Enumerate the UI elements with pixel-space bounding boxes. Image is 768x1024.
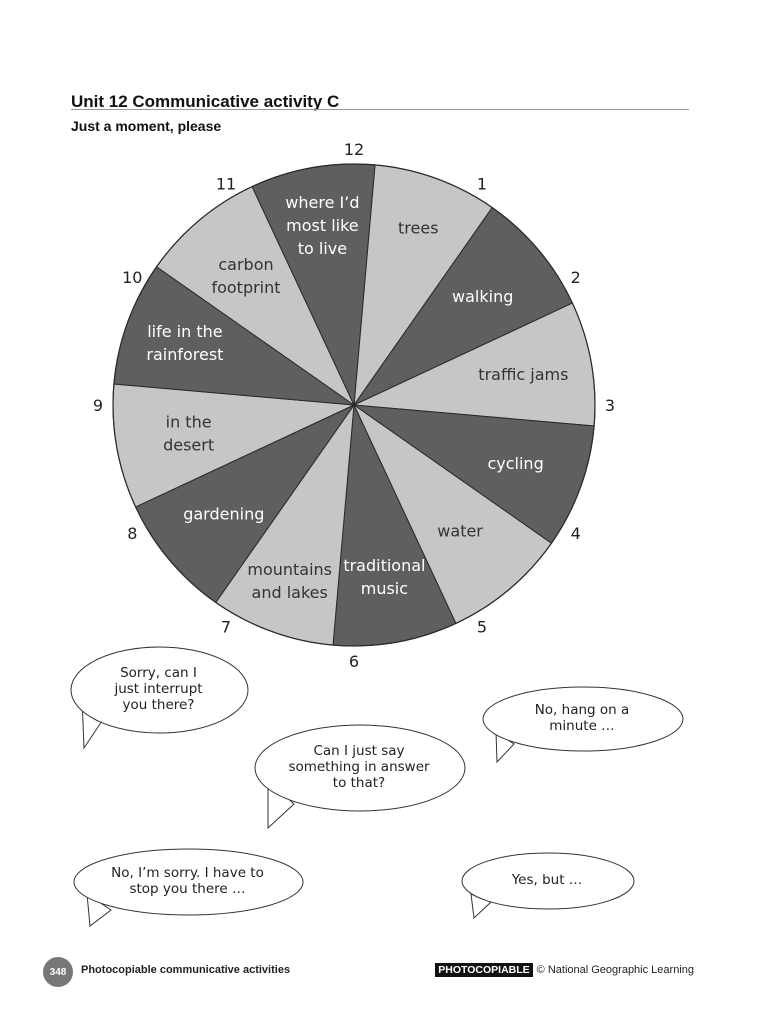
segment-label-4: water bbox=[437, 521, 483, 540]
speech-bubble-line: stop you there … bbox=[129, 881, 246, 897]
speech-bubble-line: to that? bbox=[332, 775, 386, 791]
clock-number-6: 6 bbox=[349, 652, 359, 671]
speech-bubble-text: Yes, but … bbox=[461, 852, 633, 908]
segment-label-7: gardening bbox=[183, 504, 264, 523]
photocopiable-badge: PHOTOCOPIABLE bbox=[435, 963, 533, 977]
speech-bubble-line: No, hang on a bbox=[534, 702, 630, 718]
clock-number-8: 8 bbox=[127, 524, 137, 543]
speech-bubble-line: you there? bbox=[122, 697, 195, 713]
wheel-outline bbox=[112, 163, 596, 647]
speech-bubble-shape bbox=[73, 848, 304, 927]
footer-copyright-block: PHOTOCOPIABLE © National Geographic Lear… bbox=[435, 963, 694, 977]
speech-bubble-line: Can I just say bbox=[313, 743, 405, 759]
speech-bubble-shape bbox=[461, 852, 635, 920]
speech-bubble-shape bbox=[70, 646, 249, 750]
clock-number-9: 9 bbox=[93, 396, 103, 415]
speech-bubble-shape bbox=[254, 724, 466, 830]
speech-bubble-line: No, I’m sorry. I have to bbox=[111, 865, 264, 881]
speech-bubble-shape bbox=[482, 686, 684, 764]
clock-number-12: 12 bbox=[344, 140, 364, 159]
speech-bubble-line: just interrupt bbox=[114, 681, 203, 697]
clock-number-2: 2 bbox=[571, 268, 581, 287]
page-title: Unit 12 Communicative activity C bbox=[71, 92, 340, 111]
speech-bubble-line: minute … bbox=[549, 718, 615, 734]
clock-number-1: 1 bbox=[477, 174, 487, 193]
speech-bubble-line: Sorry, can I bbox=[120, 665, 197, 681]
clock-number-5: 5 bbox=[477, 618, 487, 637]
segment-label-3: cycling bbox=[487, 454, 543, 473]
speech-bubble-line: something in answer bbox=[288, 759, 430, 775]
clock-number-4: 4 bbox=[571, 524, 581, 543]
clock-number-7: 7 bbox=[221, 618, 231, 637]
segment-label-1: walking bbox=[452, 287, 513, 306]
page-number-badge: 348 bbox=[43, 957, 73, 987]
title-rule bbox=[71, 109, 689, 110]
clock-number-10: 10 bbox=[122, 268, 142, 287]
page-subtitle: Just a moment, please bbox=[71, 118, 222, 134]
segment-label-2: traffic jams bbox=[478, 365, 568, 384]
segment-label-12: trees bbox=[398, 218, 439, 237]
footer-section-label: Photocopiable communicative activities bbox=[81, 964, 291, 976]
copyright-text: © National Geographic Learning bbox=[536, 964, 694, 976]
clock-number-11: 11 bbox=[216, 174, 236, 193]
speech-bubble-line: Yes, but … bbox=[511, 872, 583, 888]
clock-number-3: 3 bbox=[605, 396, 615, 415]
